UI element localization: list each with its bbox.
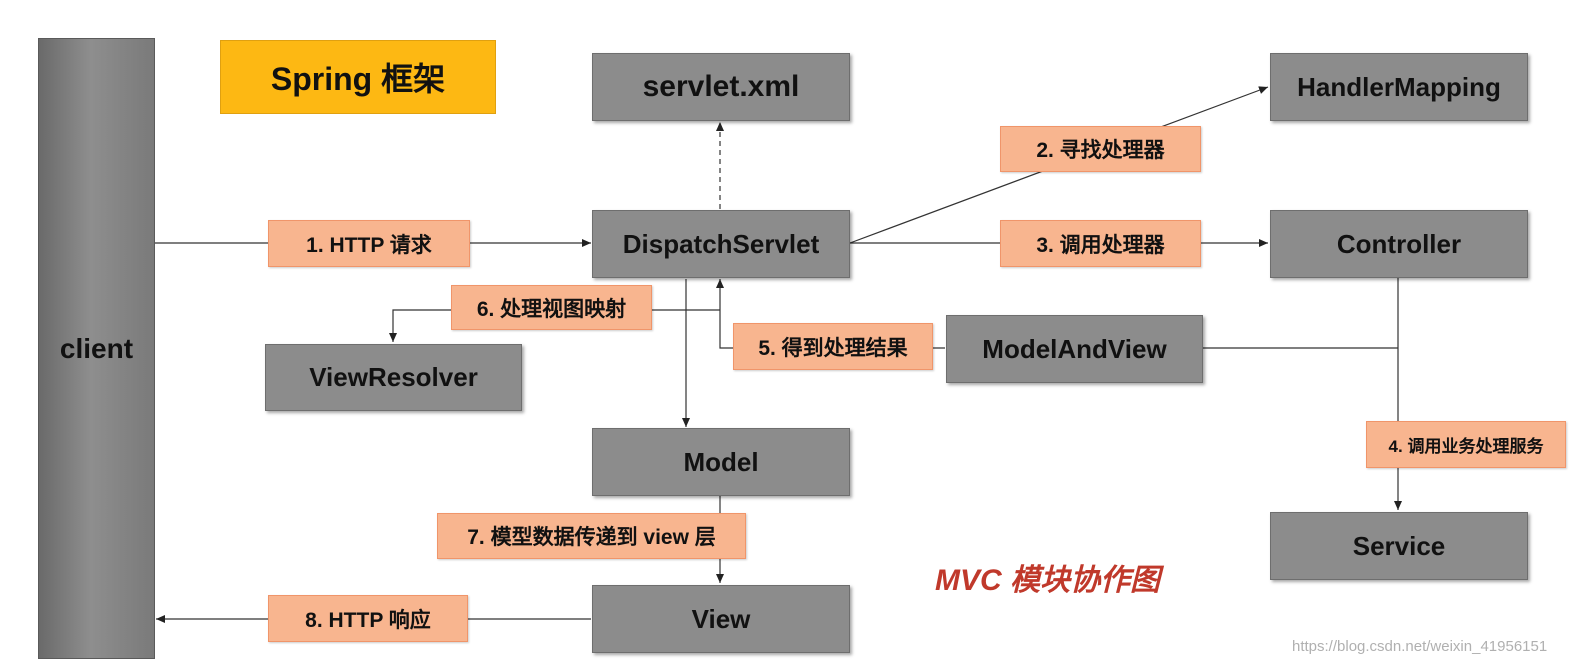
node-view-resolver: ViewResolver (265, 344, 522, 411)
diagram-title: Spring 框架 (220, 40, 496, 114)
node-view: View (592, 585, 850, 653)
step-8-http-response: 8. HTTP 响应 (268, 595, 468, 642)
node-model-and-view: ModelAndView (946, 315, 1203, 383)
node-dispatcher-servlet: DispatchServlet (592, 210, 850, 278)
watermark-url: https://blog.csdn.net/weixin_41956151 (1292, 638, 1548, 655)
step-7-model-to-view: 7. 模型数据传递到 view 层 (437, 513, 746, 559)
diagram-caption: MVC 模块协作图 (935, 564, 1160, 597)
node-handler-mapping: HandlerMapping (1270, 53, 1528, 121)
step-2-find-handler: 2. 寻找处理器 (1000, 126, 1201, 172)
node-model: Model (592, 428, 850, 496)
node-service: Service (1270, 512, 1528, 580)
node-client: client (38, 38, 155, 659)
node-controller: Controller (1270, 210, 1528, 278)
step-5-get-result: 5. 得到处理结果 (733, 323, 933, 370)
step-4-invoke-service: 4. 调用业务处理服务 (1366, 421, 1566, 468)
step-6-view-mapping: 6. 处理视图映射 (451, 285, 652, 330)
node-servlet-xml: servlet.xml (592, 53, 850, 121)
step-1-http-request: 1. HTTP 请求 (268, 220, 470, 267)
step-3-invoke-handler: 3. 调用处理器 (1000, 220, 1201, 267)
